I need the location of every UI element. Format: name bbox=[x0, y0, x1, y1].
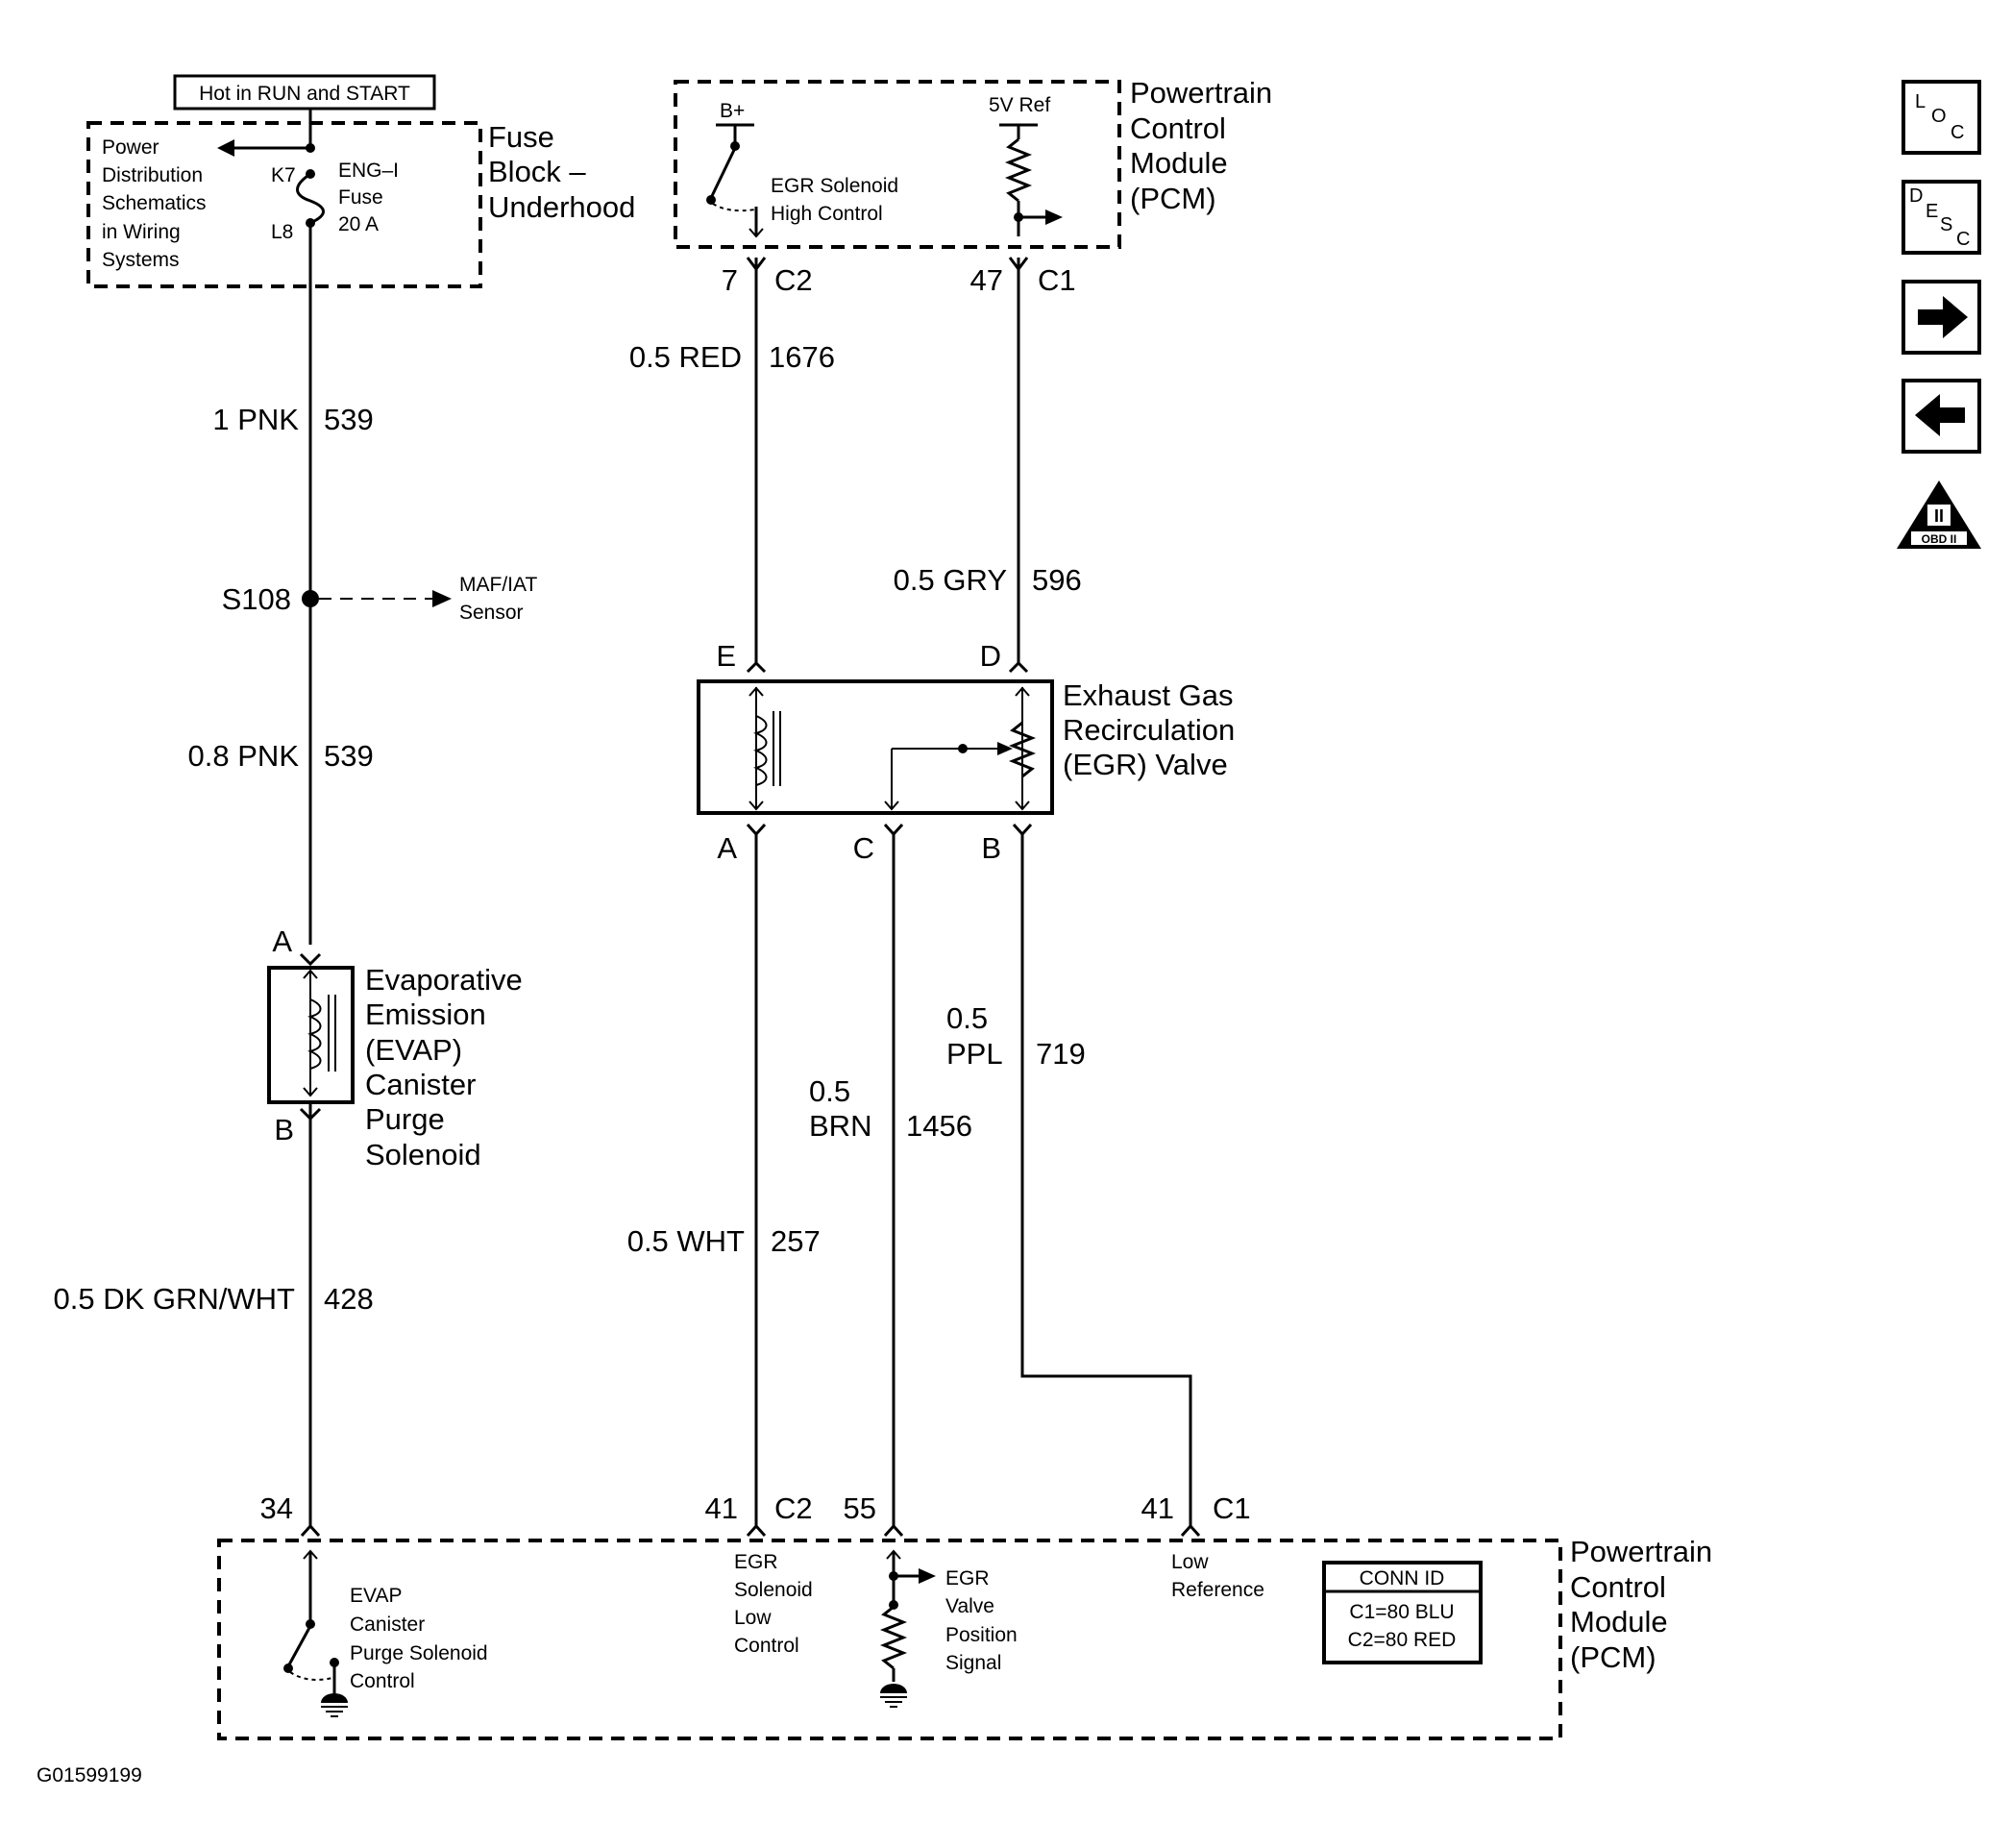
obd-ii-button[interactable]: II OBD II bbox=[1897, 480, 1981, 549]
loc-icon-c: C bbox=[1951, 122, 1964, 143]
evap-solenoid-title: Evaporative Emission (EVAP) Canister Pur… bbox=[365, 963, 530, 1171]
egr-position-ground-icon bbox=[880, 1684, 907, 1708]
loc-nav-button[interactable]: L O C bbox=[1902, 80, 1981, 155]
evap-control-switch bbox=[286, 1625, 312, 1667]
fuse-block-boundary bbox=[86, 121, 482, 288]
desc-icon-d: D bbox=[1909, 185, 1923, 207]
pcm-top-title: Powertrain Control Module (PCM) bbox=[1130, 76, 1281, 215]
wire-719-num: 719 bbox=[1036, 1037, 1086, 1071]
desc-icon-s: S bbox=[1940, 214, 1952, 235]
wire-539-color-a: 1 PNK bbox=[212, 403, 299, 436]
desc-icon-e: E bbox=[1926, 201, 1938, 222]
wire-539-num-b: 539 bbox=[324, 739, 374, 773]
pcm-top-conn-c1: C1 bbox=[1038, 263, 1076, 297]
pcm-bottom-conn-c2: C2 bbox=[774, 1491, 813, 1525]
egr-valve-position-signal: EGR Valve Position Signal bbox=[945, 1567, 1023, 1674]
wire-257-num: 257 bbox=[771, 1224, 821, 1258]
egr-pin-d: D bbox=[980, 639, 1001, 673]
egr-valve-box bbox=[697, 679, 1054, 815]
pcm-bottom-pin-41b: 41 bbox=[1141, 1491, 1174, 1525]
egr-pin-a: A bbox=[717, 831, 737, 865]
evap-canister-purge-control: EVAP Canister Purge Solenoid Control bbox=[350, 1585, 493, 1692]
egr-position-pullup-resistor bbox=[879, 1605, 908, 1670]
conn-id-c1: C1=80 BLU bbox=[1349, 1601, 1454, 1623]
splice-s108-label: S108 bbox=[222, 582, 291, 616]
5v-ref-resistor bbox=[1004, 137, 1033, 203]
fuse-pin-k7: K7 bbox=[271, 164, 296, 186]
hot-in-run-start-label: Hot in RUN and START bbox=[199, 83, 410, 105]
arrow-left-icon bbox=[1915, 394, 1965, 436]
egr-position-potentiometer bbox=[1008, 721, 1037, 778]
egr-pin-e: E bbox=[716, 639, 736, 673]
desc-nav-button[interactable]: D E S C bbox=[1902, 180, 1981, 255]
previous-page-button[interactable] bbox=[1902, 379, 1981, 454]
wire-1456-color: 0.5 BRN bbox=[809, 1074, 871, 1143]
wire-428-color: 0.5 DK GRN/WHT bbox=[54, 1282, 296, 1316]
conn-id-table: CONN ID C1=80 BLU C2=80 RED bbox=[1322, 1561, 1483, 1664]
evap-pin-a: A bbox=[272, 924, 292, 958]
eng-fuse-label: ENG–I Fuse 20 A bbox=[338, 160, 405, 235]
desc-icon-c: C bbox=[1956, 229, 1970, 250]
wire-428-num: 428 bbox=[324, 1282, 374, 1316]
conn-id-title: CONN ID bbox=[1360, 1567, 1445, 1589]
pcm-bottom-pin-55: 55 bbox=[844, 1491, 876, 1525]
wire-596-num: 596 bbox=[1032, 563, 1082, 597]
pcm-bottom-boundary bbox=[217, 1539, 1562, 1740]
conn-id-c2: C2=80 RED bbox=[1348, 1629, 1457, 1651]
loc-icon-o: O bbox=[1931, 106, 1947, 127]
evap-pin-b: B bbox=[274, 1113, 294, 1146]
egr-pin-c: C bbox=[853, 831, 874, 865]
egr-high-switch bbox=[709, 147, 737, 199]
wire-719-color: 0.5 PPL bbox=[946, 1001, 1003, 1071]
5v-ref-label: 5V Ref bbox=[989, 94, 1050, 116]
egr-pin-b: B bbox=[981, 831, 1001, 865]
egr-valve-title: Exhaust Gas Recirculation (EGR) Valve bbox=[1063, 678, 1243, 781]
figure-id: G01599199 bbox=[37, 1764, 142, 1786]
pcm-bottom-pin-41a: 41 bbox=[705, 1491, 738, 1525]
wire-1456-num: 1456 bbox=[906, 1109, 972, 1143]
obd-ii-label: OBD II bbox=[1922, 532, 1957, 546]
fuse-node-k7 bbox=[306, 143, 315, 153]
egr-solenoid-low-control: EGR Solenoid Low Control bbox=[734, 1551, 819, 1657]
pcm-top-conn-c2: C2 bbox=[774, 263, 813, 297]
wire-1676-num: 1676 bbox=[769, 340, 835, 374]
pcm-bottom-pin-34: 34 bbox=[260, 1491, 293, 1525]
evap-control-ground-icon bbox=[321, 1693, 348, 1717]
splice-s108 bbox=[302, 590, 319, 607]
pcm-top-pin-47: 47 bbox=[970, 263, 1003, 297]
power-distribution-note: Power Distribution Schematics in Wiring … bbox=[102, 136, 211, 271]
egr-solenoid-high-control: EGR Solenoid High Control bbox=[771, 175, 904, 225]
next-page-button[interactable] bbox=[1902, 280, 1981, 355]
pcm-bottom-title: Powertrain Control Module (PCM) bbox=[1570, 1535, 1721, 1674]
fuse-pin-l8: L8 bbox=[271, 221, 293, 243]
loc-icon-l: L bbox=[1915, 91, 1926, 112]
wire-539-num-a: 539 bbox=[324, 403, 374, 436]
bplus-label: B+ bbox=[720, 100, 745, 122]
pcm-top-boundary bbox=[674, 80, 1121, 249]
maf-iat-sensor-label: MAF/IAT Sensor bbox=[459, 574, 543, 624]
wire-1676-color: 0.5 RED bbox=[629, 340, 742, 374]
wire-257-color: 0.5 WHT bbox=[627, 1224, 745, 1258]
fuse-block-title: Fuse Block – Underhood bbox=[488, 120, 635, 224]
wire-596-color: 0.5 GRY bbox=[894, 563, 1007, 597]
hot-in-run-start-box bbox=[173, 74, 436, 111]
arrow-right-icon bbox=[1918, 296, 1968, 338]
obd-ii-roman: II bbox=[1934, 506, 1944, 526]
pcm-bottom-conn-c1: C1 bbox=[1213, 1491, 1251, 1525]
pcm-top-pin-7: 7 bbox=[722, 263, 738, 297]
fuse-symbol bbox=[296, 172, 325, 225]
low-reference-label: Low Reference bbox=[1171, 1551, 1264, 1601]
wire-539-color-b: 0.8 PNK bbox=[188, 739, 300, 773]
